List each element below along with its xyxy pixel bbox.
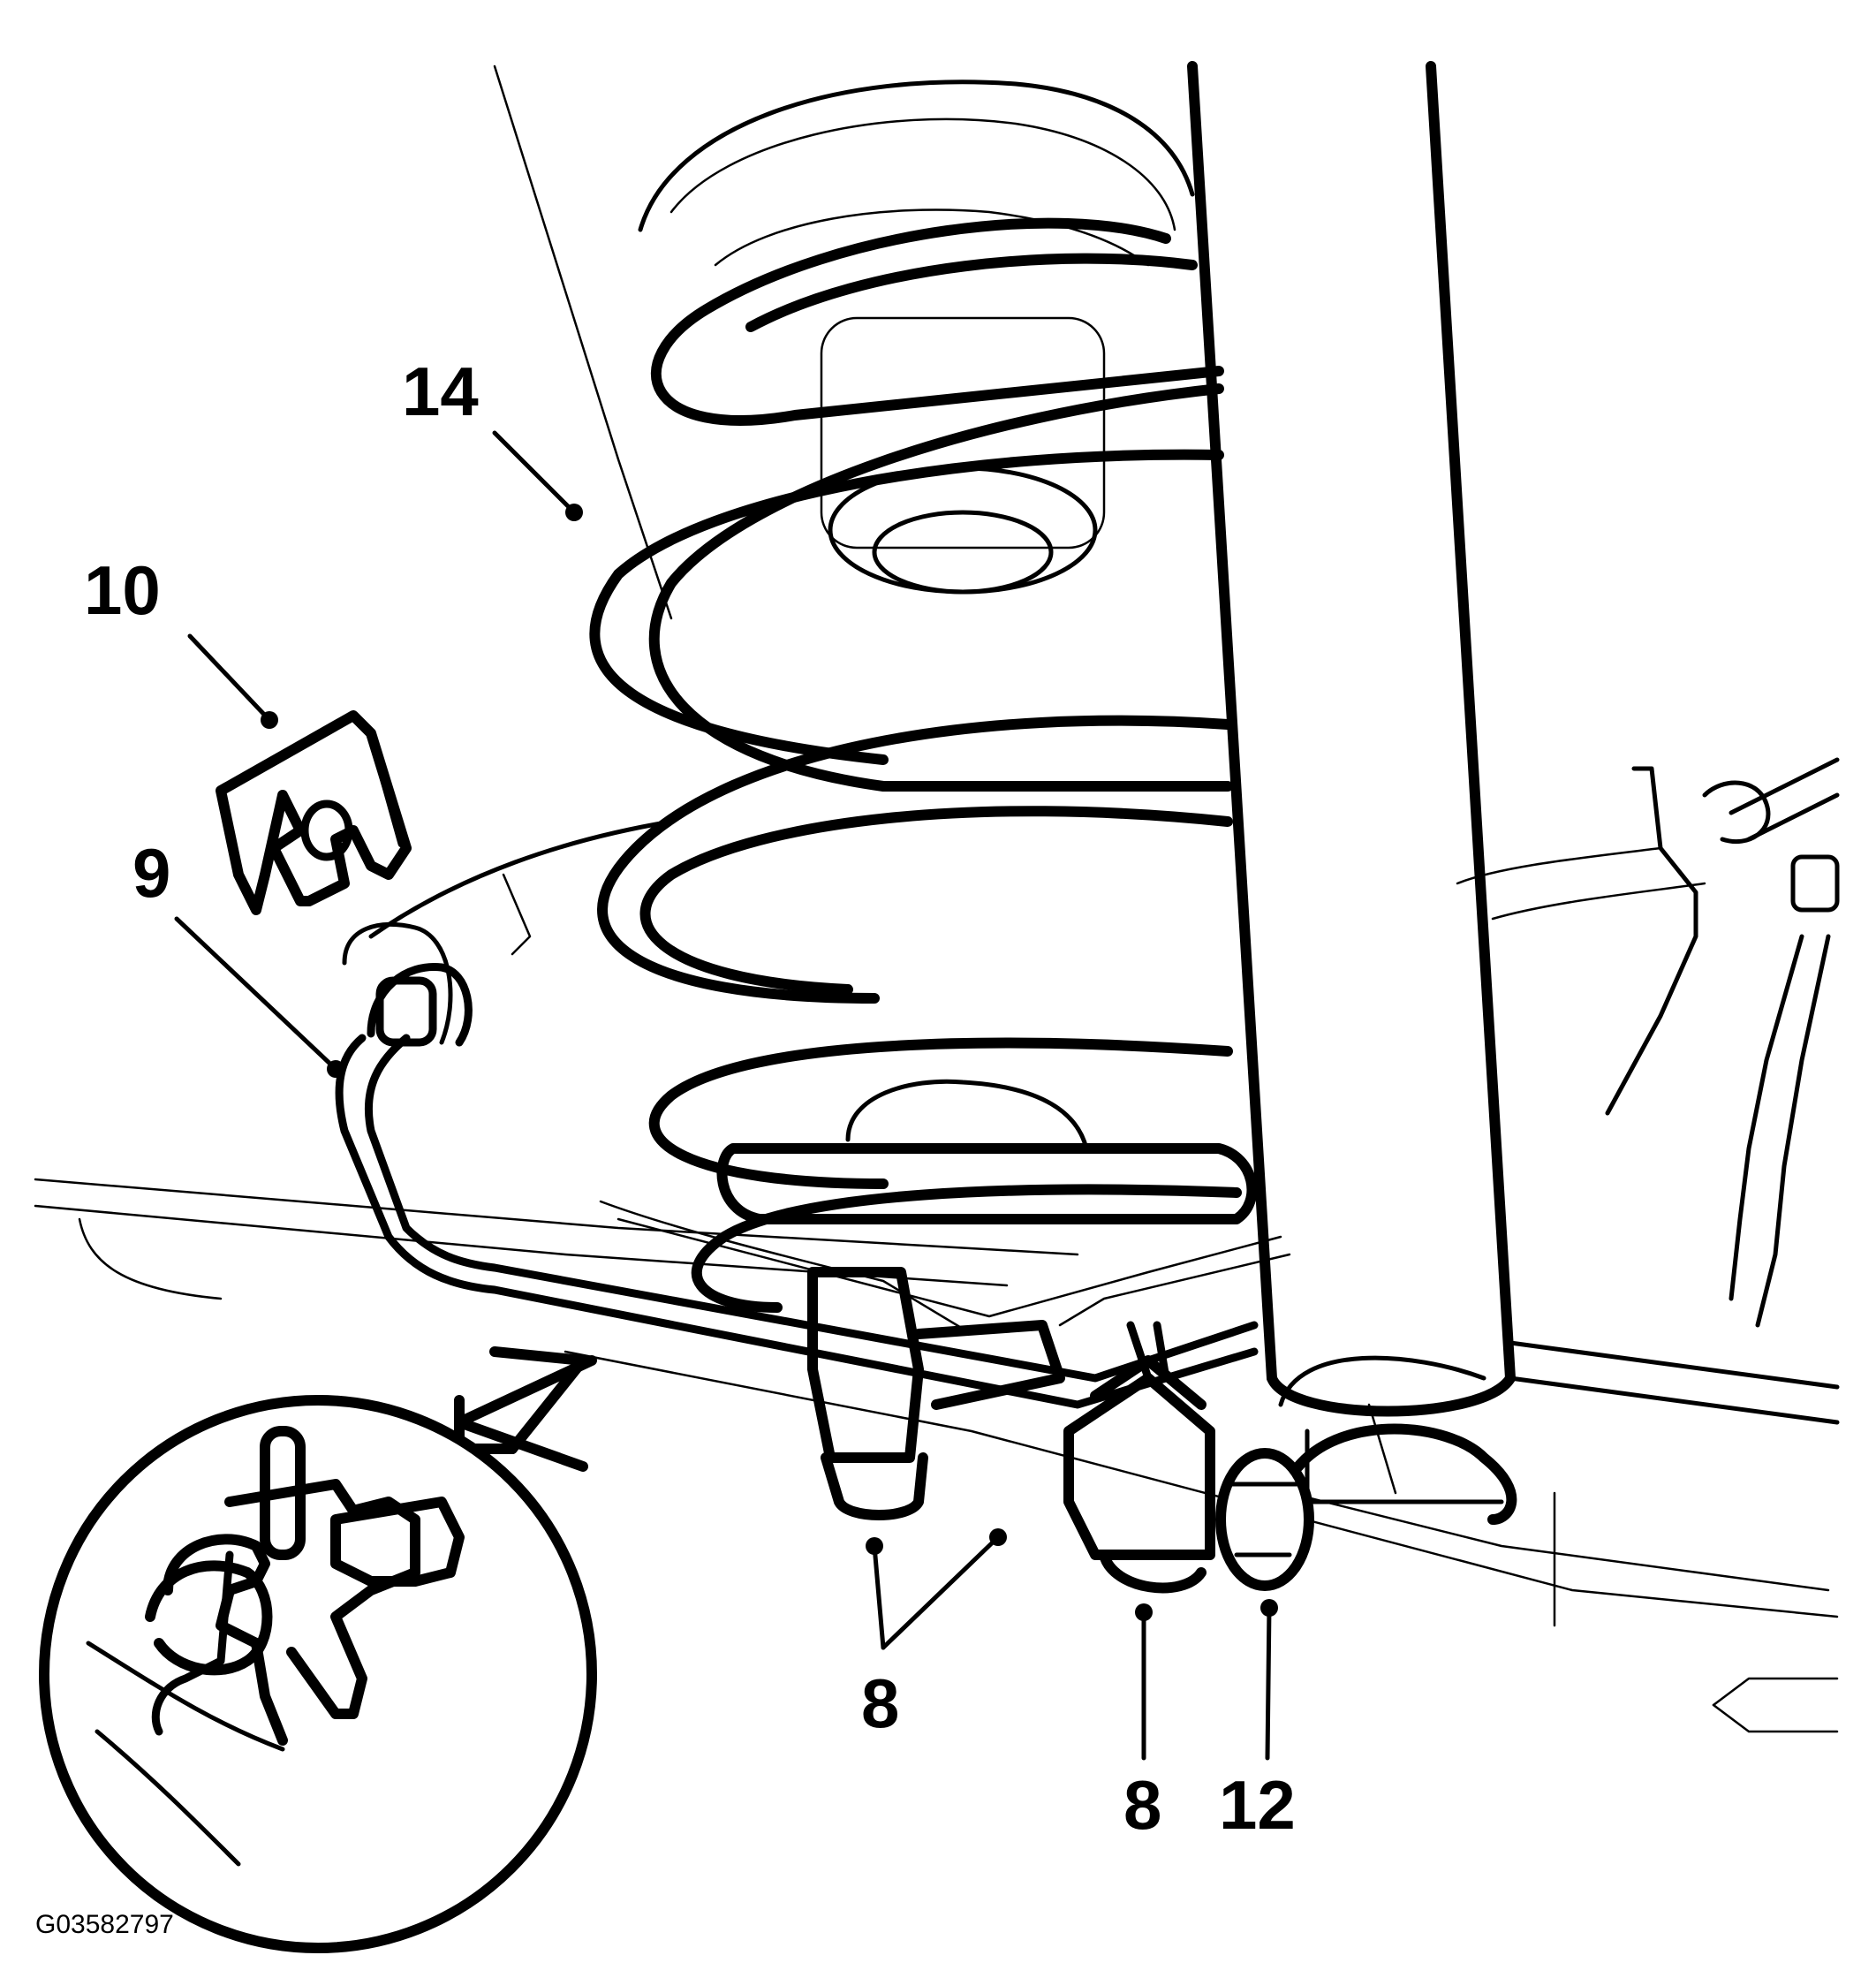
leader-dot-12 (1260, 1599, 1278, 1617)
control-arm (368, 819, 1706, 1336)
leader-dot-9 (327, 1060, 344, 1078)
callout-10: 10 (84, 551, 161, 629)
right-bracket (1508, 757, 1840, 1425)
leader-lines (174, 430, 1278, 1761)
leader-dot-14 (565, 504, 583, 521)
spring-upper-seat (638, 80, 1195, 595)
callout-labels: 14 10 9 8 8 12 (84, 352, 1296, 1844)
figure-id: G03582797 (35, 1910, 174, 1939)
callout-14: 14 (402, 352, 479, 430)
mounting-nuts (807, 1267, 1314, 1594)
callout-9: 9 (132, 834, 170, 912)
leader-dot-10 (261, 711, 278, 729)
leader-dot-8a (866, 1537, 883, 1555)
callout-8-left: 8 (861, 1664, 899, 1742)
leader-dot-8b (989, 1528, 1007, 1546)
retaining-clip (216, 710, 412, 915)
shock-absorber (1187, 61, 1517, 1525)
detail-inset (39, 1346, 597, 1953)
coil-spring (589, 217, 1258, 1313)
callout-12: 12 (1219, 1766, 1296, 1844)
callout-8-right: 8 (1123, 1766, 1161, 1844)
leader-dot-8c (1135, 1603, 1153, 1621)
